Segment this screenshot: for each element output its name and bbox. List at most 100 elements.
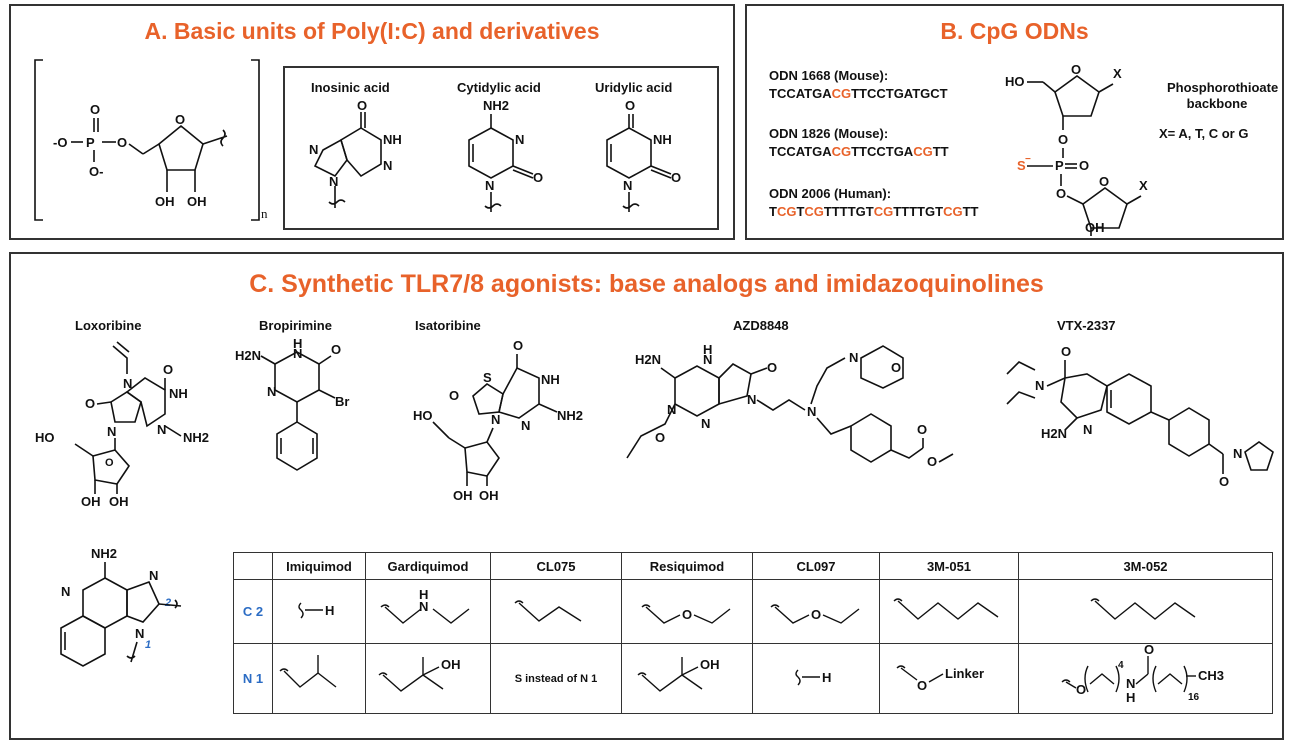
sequence-segment: TCCATGA xyxy=(769,144,832,159)
phosphorothioate-structure: HO O X O S − P O O O X xyxy=(1005,62,1148,236)
odn-1668-sequence: TCCATGACGTTCCTGATGCT xyxy=(769,86,948,101)
propyl-substituent xyxy=(514,600,582,622)
backbone-label: Phosphorothioate backbone xyxy=(1167,80,1279,111)
svg-text:O: O xyxy=(163,362,173,377)
sar-table: Imiquimod Gardiquimod CL075 Resiquimod C… xyxy=(233,552,1273,714)
svg-text:H: H xyxy=(822,670,831,685)
row-label-n1: N 1 xyxy=(233,643,273,714)
cpg-motif: CG xyxy=(913,144,933,159)
loxoribine-structure: N O NH N NH2 O N O HO OH OH xyxy=(35,341,209,509)
svg-text:O: O xyxy=(671,170,681,185)
bases-box xyxy=(283,66,719,230)
sequence-segment: TTCCTGA xyxy=(851,144,914,159)
cpg-motif: CG xyxy=(831,86,852,101)
svg-text:H: H xyxy=(703,342,712,357)
svg-text:N: N xyxy=(491,412,500,427)
svg-text:O: O xyxy=(1144,644,1154,657)
cell-3m-051-c2 xyxy=(879,579,1019,644)
svg-text:N: N xyxy=(149,568,158,583)
svg-text:O: O xyxy=(357,98,367,113)
svg-text:O-: O- xyxy=(89,164,103,179)
svg-text:OH: OH xyxy=(81,494,101,509)
col-3m-051: 3M-051 xyxy=(879,552,1019,580)
svg-text:O: O xyxy=(331,342,341,357)
inosinic-acid-label: Inosinic acid xyxy=(311,80,390,95)
svg-text:H: H xyxy=(293,336,302,351)
cell-imiquimod-c2: H xyxy=(272,579,366,644)
svg-text:H2N: H2N xyxy=(1041,426,1067,441)
svg-text:O: O xyxy=(1058,132,1068,147)
cpg-motif: CG xyxy=(804,204,824,219)
svg-text:N: N xyxy=(515,132,524,147)
svg-text:N: N xyxy=(383,158,392,173)
svg-text:O: O xyxy=(811,607,821,622)
svg-text:O: O xyxy=(1076,682,1086,697)
cell-resiquimod-n1: OH xyxy=(621,643,753,714)
sequence-segment: TCCATGA xyxy=(769,86,832,101)
svg-text:NH: NH xyxy=(169,386,188,401)
odn-1826-name: ODN 1826 (Mouse): xyxy=(769,126,889,141)
svg-text:N: N xyxy=(157,422,166,437)
svg-text:N: N xyxy=(703,352,712,367)
svg-text:2: 2 xyxy=(164,597,171,609)
svg-text:N: N xyxy=(1126,676,1135,691)
cell-cl097-c2: O xyxy=(752,579,880,644)
svg-text:N: N xyxy=(267,384,276,399)
svg-text:N: N xyxy=(1035,378,1044,393)
svg-text:NH2: NH2 xyxy=(91,546,117,561)
cell-gardiquimod-n1: OH xyxy=(365,643,491,714)
azd8848-structure: H2N HN O N N N O N N O O O xyxy=(626,342,954,469)
butyl-substituent xyxy=(1090,598,1195,620)
svg-text:O: O xyxy=(625,98,635,113)
col-resiquimod: Resiquimod xyxy=(621,552,753,580)
svg-text:OH: OH xyxy=(155,194,175,209)
svg-text:O: O xyxy=(917,422,927,437)
col-gardiquimod: Gardiquimod xyxy=(365,552,491,580)
svg-text:O: O xyxy=(1071,62,1081,77)
panel-c-title: C. Synthetic TLR7/8 agonists: base analo… xyxy=(249,270,1044,298)
cell-resiquimod-c2: O xyxy=(621,579,753,644)
svg-text:N: N xyxy=(309,142,318,157)
svg-text:O: O xyxy=(175,112,185,127)
svg-text:OH: OH xyxy=(479,488,499,503)
hydroxyisobutyl-substituent: OH xyxy=(378,657,461,692)
repeat-subscript-n: n xyxy=(261,206,268,221)
svg-text:O: O xyxy=(533,170,543,185)
svg-text:O: O xyxy=(891,360,901,375)
svg-text:O: O xyxy=(513,338,523,353)
butyl-substituent xyxy=(893,598,999,620)
svg-text:O: O xyxy=(105,457,114,469)
svg-text:O: O xyxy=(1079,158,1089,173)
svg-text:-O: -O xyxy=(53,135,67,150)
svg-text:N: N xyxy=(807,404,816,419)
panel-c: C. Synthetic TLR7/8 agonists: base analo… xyxy=(9,252,1284,740)
svg-text:N: N xyxy=(1233,446,1242,461)
isobutyl-substituent xyxy=(279,655,337,688)
hydrogen-substituent: H xyxy=(298,602,334,619)
hydroxyisobutyl-substituent: OH xyxy=(637,657,720,692)
svg-text:NH: NH xyxy=(653,132,672,147)
svg-text:OH: OH xyxy=(441,657,461,672)
svg-text:O: O xyxy=(682,607,692,622)
svg-text:NH: NH xyxy=(383,132,402,147)
svg-text:O: O xyxy=(85,396,95,411)
svg-text:1: 1 xyxy=(145,639,151,651)
sequence-segment: TTTTGT xyxy=(823,204,874,219)
table-corner xyxy=(233,552,273,580)
svg-text:Br: Br xyxy=(335,394,349,409)
svg-text:H2N: H2N xyxy=(235,348,261,363)
ethoxymethyl-substituent: O xyxy=(641,604,731,624)
col-cl097: CL097 xyxy=(752,552,880,580)
svg-text:N: N xyxy=(107,424,116,439)
svg-text:HO: HO xyxy=(35,430,55,445)
uridylic-acid-label: Uridylic acid xyxy=(595,80,673,95)
sequence-segment: TT xyxy=(932,144,949,159)
svg-text:O: O xyxy=(655,430,665,445)
sequence-segment: T xyxy=(769,204,777,219)
sequence-segment: TT xyxy=(962,204,979,219)
odn-1826-sequence: TCCATGACGTTCCTGACGTT xyxy=(769,144,949,159)
inosine-structure: O NH N N N xyxy=(309,98,402,208)
